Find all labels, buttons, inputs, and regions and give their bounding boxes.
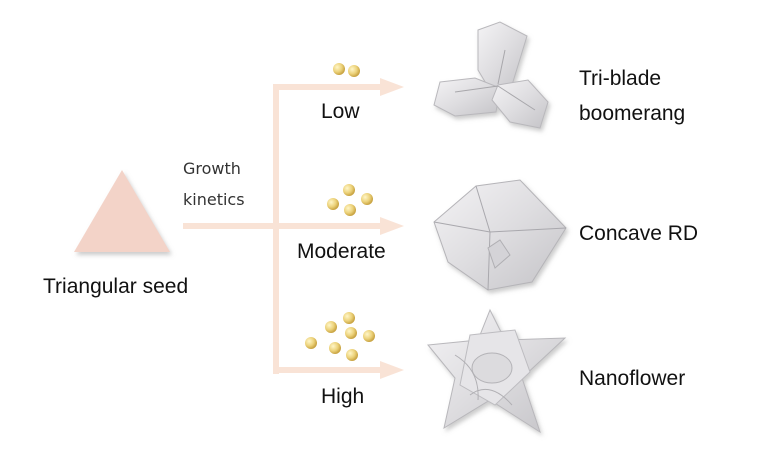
product-label-nanoflower: Nanoflower — [579, 367, 685, 390]
triangular-seed-shape — [74, 170, 170, 252]
concave-rd-shape — [433, 179, 567, 291]
seed-label: Triangular seed — [43, 275, 188, 298]
rate-label-low: Low — [321, 100, 360, 123]
rate-label-moderate: Moderate — [297, 240, 386, 263]
branch-arrows — [183, 78, 404, 379]
product-label-tri-blade-line2: boomerang — [579, 102, 685, 125]
precursors-high — [305, 312, 375, 361]
rate-label-high: High — [321, 385, 364, 408]
product-label-tri-blade-line1: Tri-blade — [579, 67, 661, 90]
growth-label-line2: kinetics — [183, 190, 245, 209]
product-label-concave-rd: Concave RD — [579, 222, 698, 245]
tri-blade-boomerang-shape — [433, 21, 549, 129]
growth-label-line1: Growth — [183, 159, 241, 178]
precursors-moderate — [327, 184, 373, 216]
precursors-low — [333, 63, 360, 77]
nanoflower-shape — [427, 308, 567, 434]
